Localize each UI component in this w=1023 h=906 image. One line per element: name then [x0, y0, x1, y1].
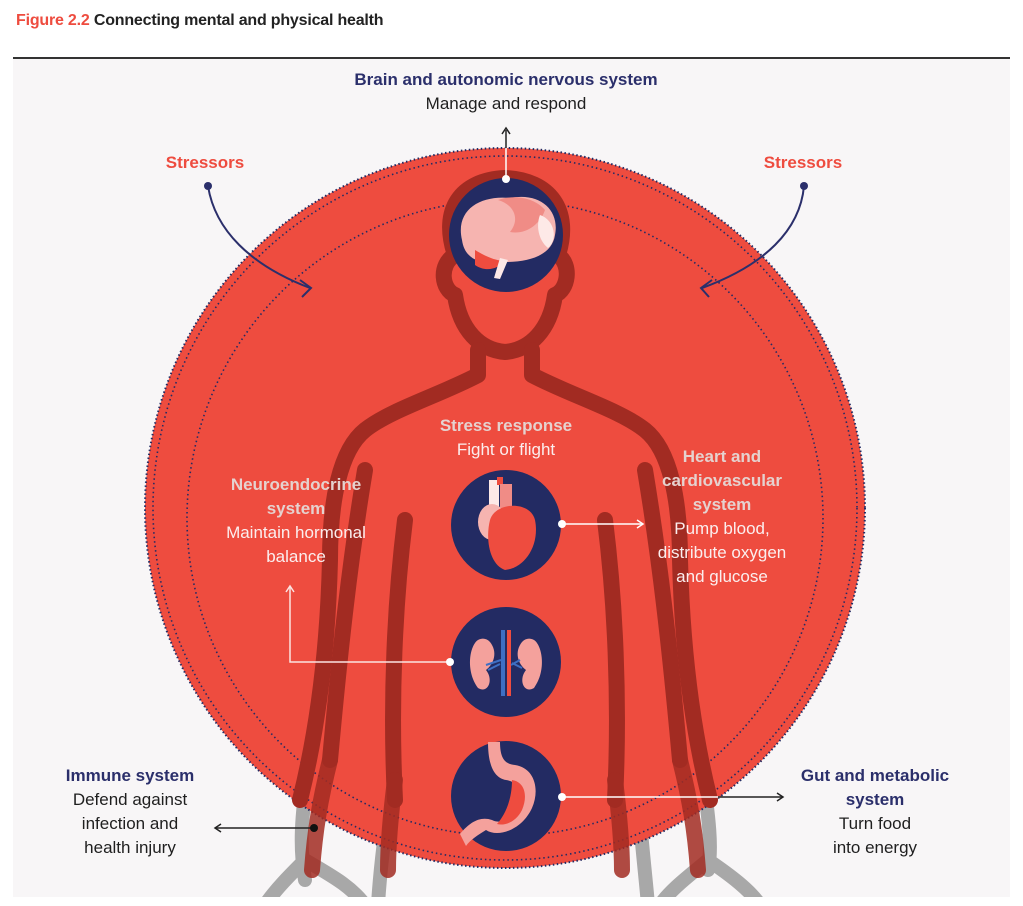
neuroendocrine-desc-line: balance — [266, 547, 326, 566]
stress-response-heading: Stress response — [439, 416, 573, 435]
heart-desc-line: Pump blood, — [674, 519, 770, 538]
heart-heading-line: Heart and — [682, 447, 762, 466]
immune-desc-line: infection and — [81, 814, 179, 833]
title-rule — [13, 57, 1010, 59]
brain-label: Brain and autonomic nervous system Manag… — [300, 68, 712, 116]
stress-response-desc: Fight or flight — [456, 440, 556, 459]
heart-label: Heart and cardiovascular system Pump blo… — [622, 445, 822, 589]
neuroendocrine-heading-line: system — [266, 499, 326, 518]
heart-desc-line: and glucose — [676, 567, 768, 586]
gut-heading-line: Gut and metabolic — [800, 766, 950, 785]
kidneys-icon — [451, 607, 561, 717]
leg-outline — [304, 752, 706, 878]
brain-heading: Brain and autonomic nervous system — [354, 70, 658, 89]
figure-number: Figure 2.2 — [16, 12, 90, 29]
neuroendocrine-heading-line: Neuroendocrine — [230, 475, 362, 494]
heart-icon — [451, 470, 561, 580]
immune-desc-line: health injury — [84, 838, 176, 857]
diagram-panel — [13, 59, 1010, 897]
stressor-arrow-left — [204, 182, 313, 298]
figure-title: Figure 2.2 Connecting mental and physica… — [16, 12, 384, 30]
gut-desc-line: Turn food — [838, 814, 912, 833]
immune-label: Immune system Defend against infection a… — [40, 764, 220, 860]
stomach-icon — [451, 741, 561, 851]
brain-desc: Manage and respond — [425, 94, 587, 113]
heart-heading-line: cardiovascular — [661, 471, 782, 490]
middle-dotted-ring — [152, 155, 858, 861]
inner-dotted-ring — [186, 199, 824, 837]
figure-title-text: Connecting mental and physical health — [93, 12, 384, 29]
neuroendocrine-label: Neuroendocrine system Maintain hormonal … — [196, 473, 396, 569]
brain-icon — [449, 178, 563, 292]
outer-dotted-ring — [144, 147, 866, 869]
gut-desc-line: into energy — [832, 838, 918, 857]
stress-response-label: Stress response Fight or flight — [400, 414, 612, 462]
stressors-right-label: Stressors — [763, 153, 843, 172]
immune-desc-line: Defend against — [72, 790, 188, 809]
stressor-arrow-right — [699, 182, 808, 298]
connector-lines — [213, 126, 785, 833]
heart-desc-line: distribute oxygen — [657, 543, 787, 562]
body-silhouette — [292, 170, 718, 808]
heart-heading-line: system — [692, 495, 752, 514]
gut-heading-line: system — [845, 790, 905, 809]
gut-label: Gut and metabolic system Turn food into … — [780, 764, 970, 860]
neuroendocrine-desc-line: Maintain hormonal — [226, 523, 366, 542]
immune-heading: Immune system — [65, 766, 195, 785]
body-diagram — [144, 126, 866, 897]
stressors-left-label: Stressors — [165, 153, 245, 172]
